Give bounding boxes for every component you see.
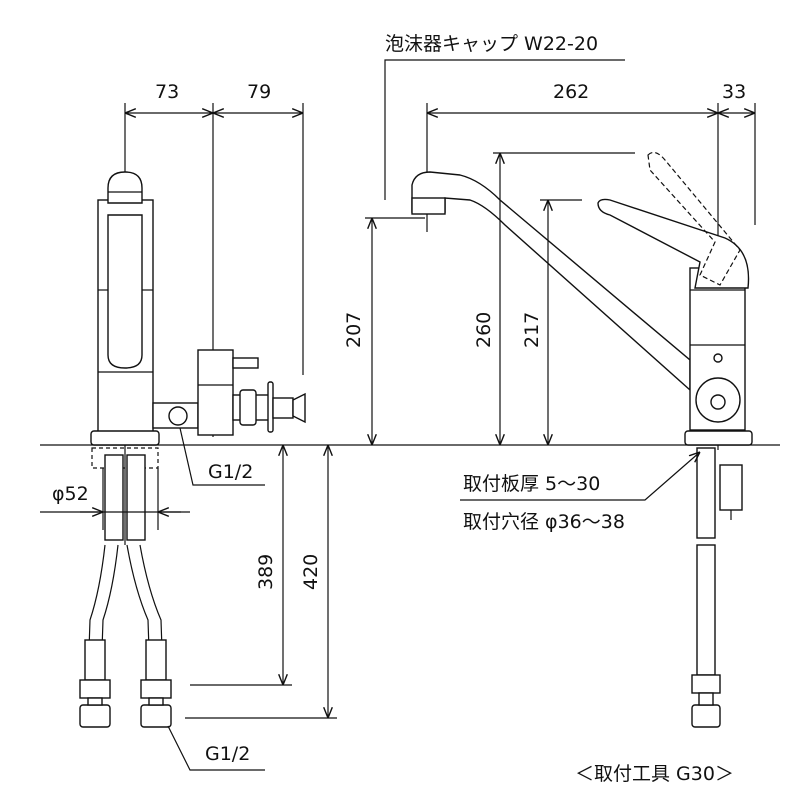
thread-label-bottom: G1/2 (205, 743, 250, 765)
thread-label-top: G1/2 (208, 461, 253, 483)
tool-label: ＜取付工具 G30＞ (575, 763, 734, 785)
dim-262: 262 (553, 81, 589, 103)
dim-phi52: φ52 (52, 483, 89, 505)
dim-389: 389 (255, 554, 277, 590)
dim-420: 420 (300, 554, 322, 590)
dim-73: 73 (155, 81, 179, 103)
dim-33: 33 (722, 81, 746, 103)
plate-thickness-label: 取付板厚 5〜30 (463, 473, 600, 495)
dim-207: 207 (343, 312, 365, 348)
side-view: 泡沫器キャップ W22-20 262 33 207 260 217 (343, 33, 756, 728)
hole-diameter-label: 取付穴径 φ36〜38 (463, 511, 625, 533)
dim-260: 260 (473, 312, 495, 348)
front-view: 73 79 φ52 (40, 81, 337, 771)
aerator-cap-label: 泡沫器キャップ W22-20 (385, 33, 598, 55)
dim-79: 79 (247, 81, 271, 103)
dim-217: 217 (521, 312, 543, 348)
